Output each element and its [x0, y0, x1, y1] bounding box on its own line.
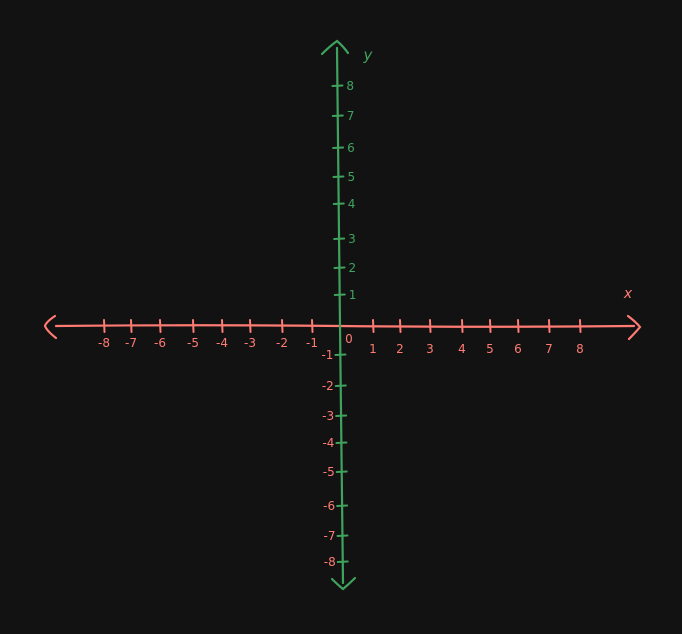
x-tick-label: -4: [216, 336, 228, 350]
x-tick-label: -5: [187, 336, 199, 350]
y-tick-label: 2: [348, 261, 356, 275]
y-tick-mark: [332, 175, 345, 178]
x-tick-label: 3: [426, 342, 434, 356]
x-tick-mark: [103, 319, 106, 333]
x-tick-label: 8: [576, 342, 584, 356]
x-tick-label: -1: [306, 336, 318, 350]
y-tick-mark: [336, 534, 349, 537]
y-tick-mark: [335, 414, 348, 417]
x-tick-label: -3: [244, 336, 256, 350]
x-tick-label: 7: [545, 342, 553, 356]
y-tick-mark: [333, 266, 346, 269]
y-axis-ticks: [331, 84, 349, 563]
y-tick-label: 7: [347, 109, 355, 123]
x-tick-label: -6: [154, 336, 166, 350]
y-tick-label: 1: [349, 288, 357, 302]
x-tick-label: -7: [125, 336, 137, 350]
y-tick-label: -8: [324, 555, 336, 569]
x-axis: -8 -7 -6 -5 -4 -3 -2 -1 1 2 3 4 5 6 7 8 x: [43, 286, 642, 356]
x-tick-label: 4: [458, 342, 466, 356]
origin-label: 0: [345, 332, 353, 346]
x-axis-ticks: [103, 319, 582, 333]
y-tick-mark: [335, 441, 348, 444]
y-tick-mark: [336, 504, 349, 507]
x-axis-line: [54, 324, 636, 328]
x-tick-label: -2: [276, 336, 288, 350]
x-tick-mark: [372, 319, 375, 333]
y-tick-label: -2: [322, 379, 334, 393]
y-tick-mark: [334, 384, 347, 387]
x-tick-mark: [548, 319, 551, 333]
x-axis-left-arrowhead: [43, 314, 58, 340]
y-tick-mark: [332, 146, 345, 149]
y-tick-label: 8: [346, 79, 354, 93]
y-tick-mark: [333, 237, 346, 240]
x-tick-mark: [489, 319, 492, 333]
y-tick-label: 5: [347, 170, 355, 184]
y-tick-mark: [336, 560, 349, 563]
x-tick-mark: [461, 319, 464, 333]
y-tick-mark: [334, 353, 347, 356]
y-tick-label: -7: [324, 529, 336, 543]
x-tick-label: 1: [369, 342, 377, 356]
y-axis-top-arrowhead: [320, 39, 350, 56]
y-tick-label: -3: [322, 409, 334, 423]
y-tick-label: -4: [322, 436, 334, 450]
y-tick-label: -6: [323, 499, 335, 513]
x-tick-mark: [281, 319, 284, 333]
y-tick-label: 3: [348, 232, 356, 246]
x-tick-mark: [192, 319, 195, 333]
x-tick-mark: [311, 319, 314, 333]
x-tick-label: 2: [396, 342, 404, 356]
x-axis-tick-labels: -8 -7 -6 -5 -4 -3 -2 -1 1 2 3 4 5 6 7 8: [98, 336, 584, 356]
y-tick-label: 4: [348, 197, 356, 211]
x-tick-mark: [159, 319, 162, 333]
x-tick-mark: [249, 319, 252, 333]
x-tick-label: 6: [514, 342, 522, 356]
y-axis: 8 7 6 5 4 3 2 1 -1 -2 -3 -4 -5 -6 -7 -8 y: [320, 39, 374, 591]
y-axis-line: [335, 46, 345, 585]
y-axis-label: y: [363, 46, 374, 64]
y-tick-mark: [332, 202, 345, 205]
x-axis-right-arrowhead: [626, 314, 642, 341]
x-axis-label: x: [623, 286, 633, 302]
y-axis-bottom-arrowhead: [330, 576, 357, 591]
x-tick-label: 5: [486, 342, 494, 356]
y-axis-tick-labels: 8 7 6 5 4 3 2 1 -1 -2 -3 -4 -5 -6 -7 -8: [321, 79, 356, 569]
y-tick-label: -1: [321, 348, 333, 362]
x-tick-label: -8: [98, 336, 110, 350]
x-tick-mark: [429, 319, 432, 333]
x-tick-mark: [399, 319, 402, 333]
y-tick-label: 6: [347, 141, 355, 155]
x-tick-mark: [579, 319, 582, 333]
y-tick-label: -5: [323, 465, 335, 479]
y-tick-mark: [335, 470, 348, 473]
y-tick-mark: [333, 293, 346, 296]
y-tick-mark: [331, 114, 344, 117]
x-tick-mark: [221, 319, 224, 333]
x-tick-mark: [130, 319, 133, 333]
y-tick-mark: [331, 84, 344, 87]
x-tick-mark: [517, 319, 520, 333]
